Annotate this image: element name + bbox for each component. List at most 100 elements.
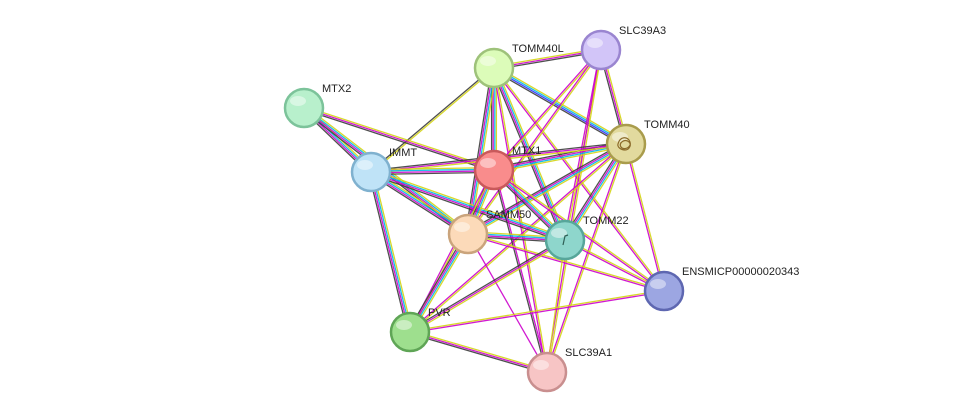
node-immt[interactable]: IMMT <box>350 147 417 193</box>
edge-slc39a3-tomm22[interactable] <box>563 49 603 241</box>
node-label-mtx2: MTX2 <box>322 83 351 95</box>
edge-pvr-ensmicp[interactable] <box>409 289 665 334</box>
edge-evidence-line <box>545 49 601 372</box>
node-shine <box>480 158 496 168</box>
edge-slc39a3-mtx1[interactable] <box>492 49 603 171</box>
edge-evidence-line <box>563 49 601 240</box>
node-circle[interactable] <box>643 270 685 312</box>
edge-evidence-line <box>372 171 413 332</box>
edge-evidence-line <box>371 169 567 239</box>
edge-evidence-line <box>624 144 664 292</box>
edge-evidence-line <box>371 171 412 332</box>
edge-evidence-line <box>467 234 664 293</box>
node-pvr[interactable]: PVR <box>389 307 451 353</box>
node-mtx1[interactable]: MTX1 <box>473 145 541 191</box>
node-label-pvr: PVR <box>428 307 451 319</box>
edge-evidence-line <box>547 144 628 373</box>
node-circle[interactable] <box>605 123 647 165</box>
edge-evidence-line <box>304 105 495 170</box>
edge-evidence-line <box>468 50 603 235</box>
node-label-samm50: SAMM50 <box>486 209 531 221</box>
edge-evidence-line <box>626 143 666 291</box>
node-ensmicp[interactable]: ENSMICP00000020343 <box>643 266 799 312</box>
node-shine <box>587 38 603 48</box>
node-tomm22[interactable]: TOMM22 <box>544 215 629 261</box>
node-label-ensmicp: ENSMICP00000020343 <box>682 266 799 278</box>
edge-evidence-line <box>408 238 565 332</box>
edge-evidence-line <box>494 50 603 171</box>
edge-evidence-line <box>547 50 603 373</box>
node-label-mtx1: MTX1 <box>512 145 541 157</box>
edge-tomm40-ensmicp[interactable] <box>624 143 666 292</box>
edge-tomm40l-slc39a1[interactable] <box>492 67 549 373</box>
edge-evidence-line <box>371 170 495 174</box>
edge-slc39a3-samm50[interactable] <box>466 49 603 235</box>
node-shine <box>612 132 628 142</box>
node-circle[interactable] <box>473 47 515 89</box>
node-label-tomm22: TOMM22 <box>583 215 629 227</box>
node-circle[interactable] <box>389 311 431 353</box>
edges-layer <box>301 47 666 375</box>
edge-evidence-line <box>492 49 601 170</box>
edge-samm50-slc39a1[interactable] <box>467 233 548 373</box>
node-mtx2[interactable]: MTX2 <box>283 83 351 129</box>
node-slc39a1[interactable]: SLC39A1 <box>526 347 612 393</box>
node-shine <box>357 160 373 170</box>
node-circle[interactable] <box>473 149 515 191</box>
node-circle[interactable] <box>447 213 489 255</box>
node-label-slc39a1: SLC39A1 <box>565 347 612 359</box>
edge-evidence-line <box>492 68 547 373</box>
node-shine <box>454 222 470 232</box>
edge-tomm40-slc39a1[interactable] <box>545 143 628 373</box>
edge-evidence-line <box>371 170 566 240</box>
edge-evidence-line <box>545 143 626 372</box>
protein-structure-icon <box>562 234 569 246</box>
edge-tomm22-pvr[interactable] <box>408 238 567 334</box>
edge-tomm40l-immt[interactable] <box>370 66 495 174</box>
node-label-tomm40: TOMM40 <box>644 119 690 131</box>
node-circle[interactable] <box>350 151 392 193</box>
node-samm50[interactable]: SAMM50 <box>447 209 531 255</box>
node-slc39a3[interactable]: SLC39A3 <box>580 25 666 71</box>
protein-structure-icon <box>617 137 631 151</box>
node-label-slc39a3: SLC39A3 <box>619 25 666 37</box>
edge-pvr-slc39a1[interactable] <box>409 329 548 375</box>
edge-immt-mtx1[interactable] <box>370 166 495 176</box>
node-shine <box>396 320 412 330</box>
edge-evidence-line <box>494 145 627 173</box>
node-shine <box>650 279 666 289</box>
edge-evidence-line <box>494 144 627 172</box>
edge-evidence-line <box>370 166 494 171</box>
node-shine <box>480 56 496 66</box>
edge-immt-pvr[interactable] <box>368 171 413 333</box>
edge-evidence-line <box>370 168 494 172</box>
node-label-immt: IMMT <box>389 147 417 159</box>
edge-samm50-ensmicp[interactable] <box>467 232 665 293</box>
edge-evidence-line <box>409 239 566 333</box>
edge-evidence-line <box>409 332 547 375</box>
edge-tomm22-slc39a1[interactable] <box>546 239 566 373</box>
edge-slc39a3-slc39a1[interactable] <box>545 49 603 373</box>
edge-evidence-line <box>468 145 628 237</box>
edge-evidence-line <box>409 331 548 373</box>
edge-evidence-line <box>370 66 494 172</box>
edge-evidence-line <box>371 68 495 174</box>
edge-evidence-line <box>371 171 495 176</box>
edge-evidence-line <box>303 108 494 173</box>
edge-evidence-line <box>369 173 565 243</box>
edge-evidence-line <box>369 172 410 333</box>
node-circle[interactable] <box>526 351 568 393</box>
node-circle[interactable] <box>580 29 622 71</box>
node-tomm40l[interactable]: TOMM40L <box>473 43 564 89</box>
edge-mtx1-slc39a1[interactable] <box>492 169 549 373</box>
edge-evidence-line <box>303 107 495 171</box>
edge-evidence-line <box>410 240 567 334</box>
edge-immt-tomm22[interactable] <box>369 169 567 243</box>
node-shine <box>551 228 567 238</box>
node-circle[interactable] <box>544 219 586 261</box>
edge-mtx2-mtx1[interactable] <box>303 105 495 173</box>
node-label-tomm40l: TOMM40L <box>512 43 564 55</box>
node-tomm40[interactable]: TOMM40 <box>605 119 690 165</box>
node-circle[interactable] <box>283 87 325 129</box>
